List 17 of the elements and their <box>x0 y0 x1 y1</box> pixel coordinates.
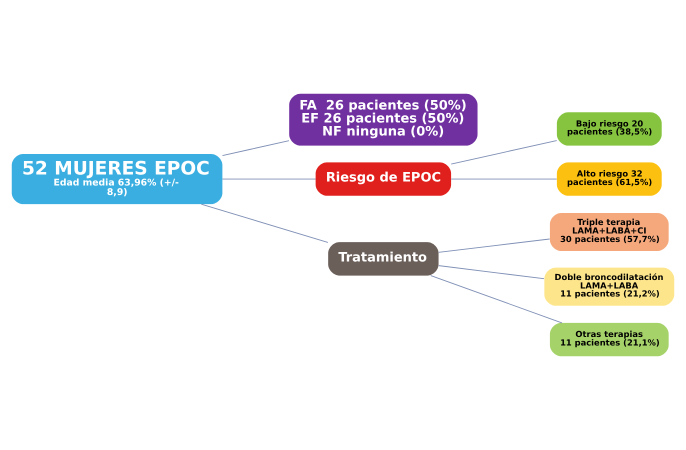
connector <box>222 178 316 180</box>
node-box: Riesgo de EPOC <box>316 162 452 196</box>
connector <box>200 204 328 243</box>
node-box: Bajo riesgo 20 pacientes (38,5%) <box>556 112 662 146</box>
node-box: 52 MUJERES EPOC Edad media 63,96% (+/- 8,9) <box>12 154 222 204</box>
node-box: FA 26 pacientes (50%) EF 26 pacientes (50%) NF ninguna (0%) <box>289 94 478 146</box>
connector <box>222 140 290 156</box>
connector <box>430 275 562 324</box>
node-box: Doble broncodilatación LAMA+LABA 11 pacientes (21,2%) <box>544 268 674 306</box>
connector <box>438 238 550 253</box>
node-box: Alto riesgo 32 pacientes (61,5%) <box>556 162 662 196</box>
connector <box>450 178 558 180</box>
node-box: Triple terapia LAMA+LABA+CI 30 pacientes (57,7%) <box>550 212 669 251</box>
node-box: Tratamiento <box>328 242 439 276</box>
connector <box>450 140 558 165</box>
node-box: Otras terapias 11 pacientes (21,1%) <box>550 322 669 356</box>
connector <box>438 265 544 280</box>
